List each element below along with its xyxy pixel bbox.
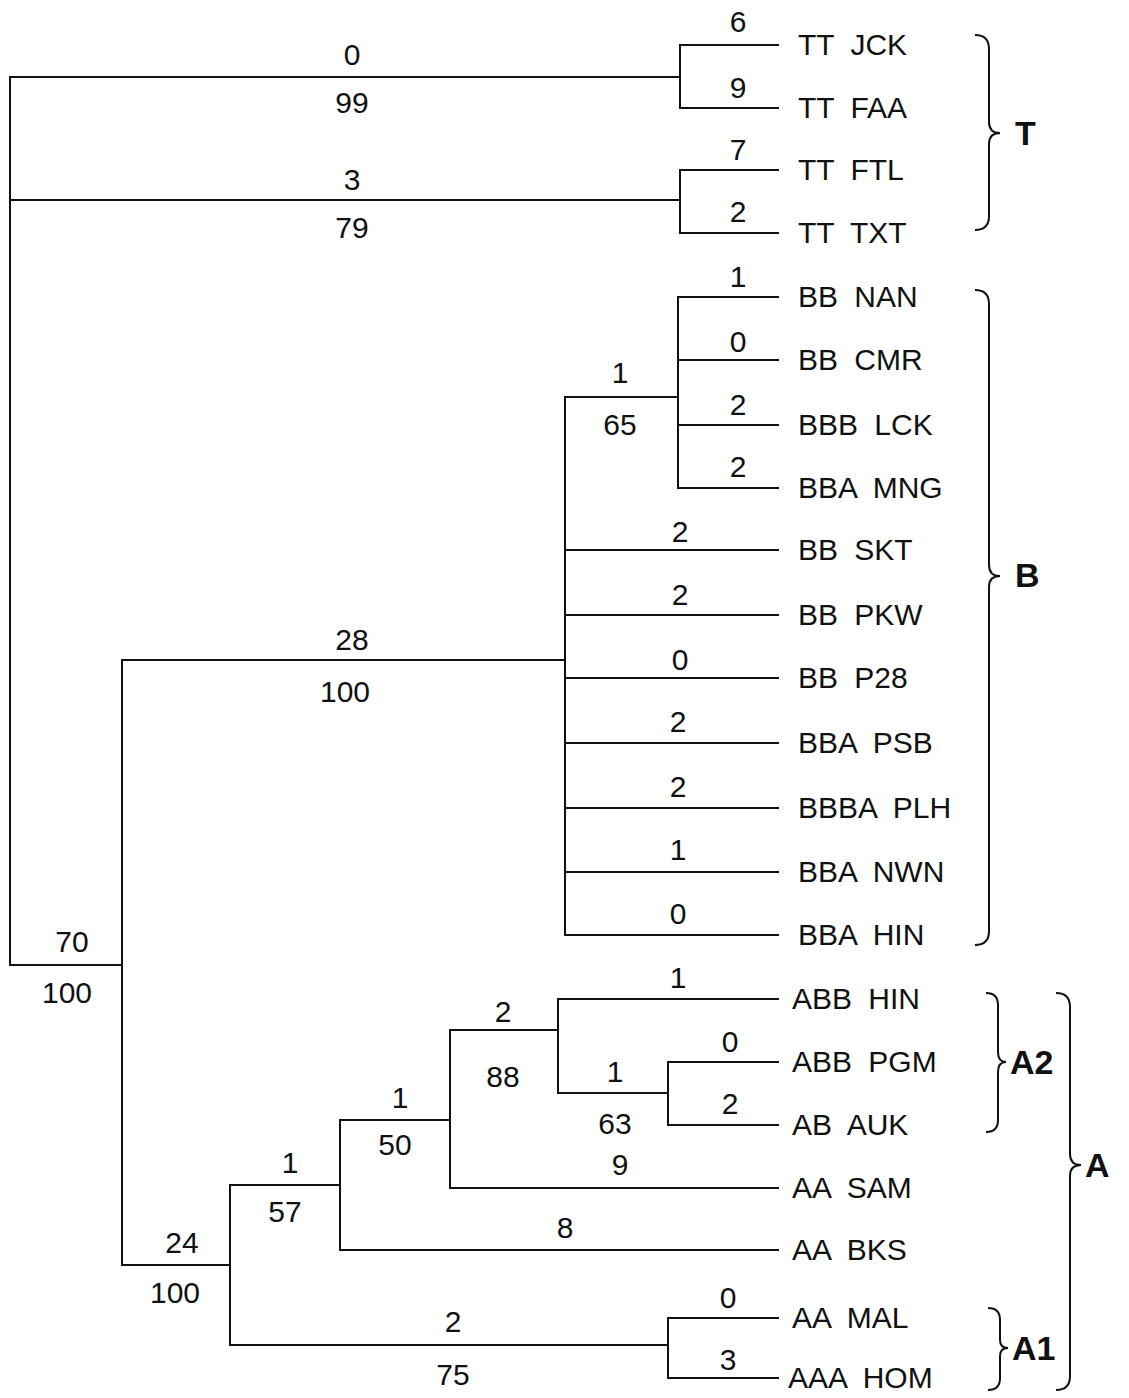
support-value: 2 — [670, 707, 687, 737]
support-value: 2 — [495, 997, 512, 1027]
leaf-name: BB NAN — [798, 282, 918, 312]
support-value: 0 — [670, 899, 687, 929]
clade-label: A1 — [1012, 1331, 1055, 1365]
leaf-name: BBA NWN — [798, 857, 944, 887]
support-value: 63 — [598, 1109, 631, 1139]
support-value: 65 — [603, 410, 636, 440]
leaf-name: BBA PSB — [798, 728, 933, 758]
leaf-name: TT FTL — [798, 155, 904, 185]
support-value: 2 — [730, 390, 747, 420]
support-value: 8 — [557, 1213, 574, 1243]
support-value: 75 — [436, 1360, 469, 1390]
support-value: 1 — [730, 262, 747, 292]
clade-label: B — [1015, 558, 1040, 592]
support-value: 2 — [722, 1089, 739, 1119]
support-value: 2 — [670, 772, 687, 802]
clade-label: T — [1015, 116, 1036, 150]
leaf-name: AA BKS — [792, 1235, 907, 1265]
support-value: 1 — [392, 1083, 409, 1113]
support-value: 0 — [722, 1027, 739, 1057]
support-value: 0 — [720, 1283, 737, 1313]
support-value: 0 — [672, 645, 689, 675]
leaf-name: TT TXT — [798, 218, 907, 248]
leaf-name: BB CMR — [798, 345, 923, 375]
support-value: 1 — [282, 1148, 299, 1178]
support-value: 24 — [165, 1228, 198, 1258]
leaf-name: AA SAM — [792, 1173, 912, 1203]
support-value: 79 — [335, 213, 368, 243]
support-value: 70 — [55, 927, 88, 957]
leaf-name: BB P28 — [798, 663, 908, 693]
leaf-name: BB PKW — [798, 600, 923, 630]
support-value: 1 — [670, 963, 687, 993]
leaf-name: ABB PGM — [792, 1047, 937, 1077]
clade-label: A2 — [1010, 1045, 1053, 1079]
leaf-name: ABB HIN — [792, 984, 920, 1014]
support-value: 6 — [730, 7, 747, 37]
support-value: 7 — [730, 135, 747, 165]
leaf-name: BBA MNG — [798, 473, 943, 503]
support-value: 28 — [335, 625, 368, 655]
support-value: 2 — [730, 452, 747, 482]
support-value: 0 — [730, 327, 747, 357]
clade-label: A — [1085, 1148, 1110, 1182]
leaf-name: BBBA PLH — [798, 793, 951, 823]
support-value: 100 — [42, 978, 92, 1008]
support-value: 99 — [335, 88, 368, 118]
support-value: 2 — [672, 517, 689, 547]
leaf-name: TT FAA — [798, 93, 907, 123]
support-value: 57 — [268, 1197, 301, 1227]
support-value: 0 — [344, 40, 361, 70]
leaf-name: BBA HIN — [798, 920, 924, 950]
support-value: 9 — [612, 1150, 629, 1180]
leaf-name: AAA HOM — [788, 1363, 933, 1393]
support-value: 88 — [486, 1062, 519, 1092]
clade-bracket — [975, 35, 1081, 1390]
support-value: 100 — [150, 1278, 200, 1308]
support-value: 2 — [672, 580, 689, 610]
leaf-name: AA MAL — [792, 1303, 908, 1333]
leaf-name: BBB LCK — [798, 410, 933, 440]
support-value: 1 — [670, 835, 687, 865]
leaf-name: AB AUK — [792, 1110, 908, 1140]
support-value: 3 — [344, 165, 361, 195]
support-value: 2 — [730, 197, 747, 227]
leaf-name: TT JCK — [798, 30, 907, 60]
support-value: 9 — [730, 73, 747, 103]
support-value: 2 — [445, 1307, 462, 1337]
support-value: 100 — [320, 677, 370, 707]
leaf-name: BB SKT — [798, 535, 913, 565]
support-value: 1 — [612, 358, 629, 388]
support-value: 1 — [607, 1057, 624, 1087]
support-value: 3 — [720, 1345, 737, 1375]
support-value: 50 — [378, 1130, 411, 1160]
